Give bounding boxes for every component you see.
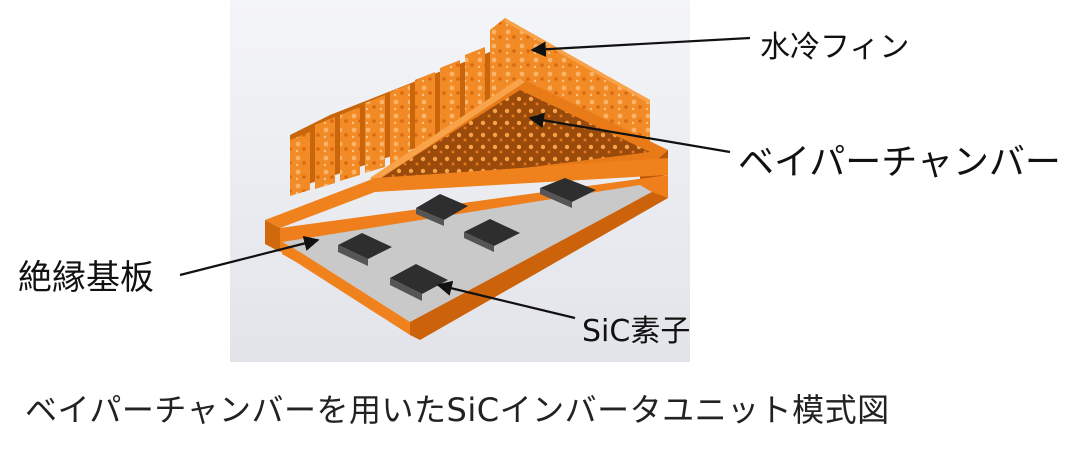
sic-chip bbox=[390, 264, 448, 301]
label-water-cooling-fin: 水冷フィン bbox=[760, 30, 910, 65]
sic-chip bbox=[338, 233, 392, 266]
label-vapor-chamber: ベイパーチャンバー bbox=[738, 142, 1061, 183]
insulating-substrate bbox=[282, 185, 652, 322]
label-sic-element: SiC素子 bbox=[582, 314, 691, 349]
leader-line-substrate bbox=[179, 235, 320, 277]
sic-chip bbox=[464, 219, 520, 252]
figure-caption: ベイパーチャンバーを用いたSiCインバータユニット模式図 bbox=[25, 391, 890, 429]
sic-chip bbox=[540, 178, 596, 208]
leader-line-vapor-chamber bbox=[528, 112, 731, 154]
leader-line-fin bbox=[530, 36, 751, 57]
water-cooling-fins bbox=[290, 18, 650, 196]
label-insulating-substrate: 絶縁基板 bbox=[18, 258, 154, 298]
leader-line-sic bbox=[436, 280, 576, 320]
sic-chips bbox=[338, 178, 596, 301]
sic-chip bbox=[416, 194, 468, 226]
